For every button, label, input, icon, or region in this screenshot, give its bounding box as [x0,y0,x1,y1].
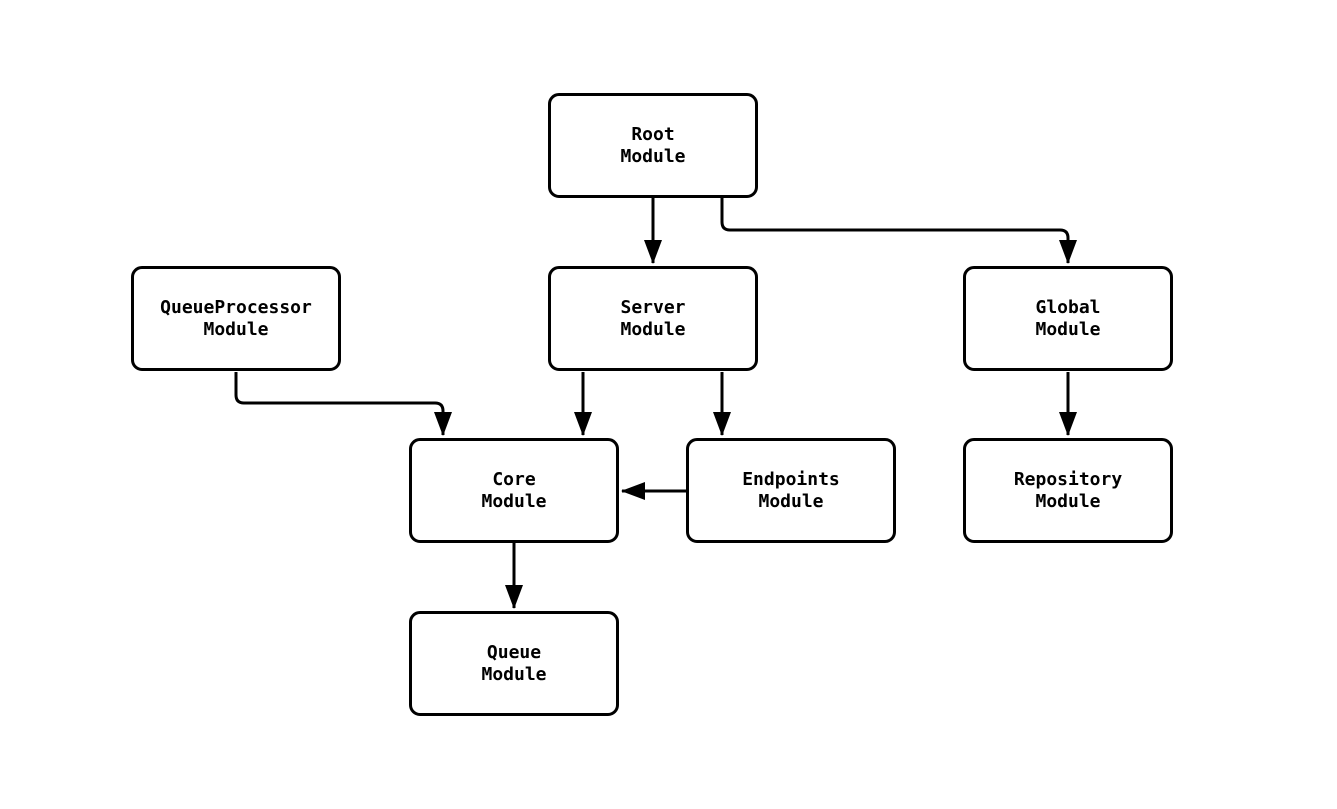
node-root-module: Root Module [548,93,758,198]
node-label-line1: Repository [1013,468,1123,490]
node-label-line1: Global [1035,296,1101,318]
node-core-module: Core Module [409,438,619,543]
edge-queueprocessor-to-core [234,372,452,436]
node-server-module: Server Module [548,266,758,371]
edge-root-to-global [720,198,1077,264]
node-label-line2: Module [620,145,686,167]
node-queue-module: Queue Module [409,611,619,716]
node-label-line2: Module [1035,318,1101,340]
node-label-line2: Module [481,490,547,512]
node-label-line1: QueueProcessor [160,296,312,318]
node-label-line1: Queue [486,641,542,663]
node-label-line2: Module [620,318,686,340]
node-label-line1: Core [492,468,536,490]
node-label-line1: Root [631,123,675,145]
node-label-line2: Module [758,490,824,512]
node-endpoints-module: Endpoints Module [686,438,896,543]
node-label-line2: Module [203,318,269,340]
node-repository-module: Repository Module [963,438,1173,543]
node-queueprocessor-module: QueueProcessor Module [131,266,341,371]
node-label-line1: Endpoints [742,468,840,490]
node-label-line2: Module [1035,490,1101,512]
node-global-module: Global Module [963,266,1173,371]
node-label-line2: Module [481,663,547,685]
node-label-line1: Server [620,296,686,318]
